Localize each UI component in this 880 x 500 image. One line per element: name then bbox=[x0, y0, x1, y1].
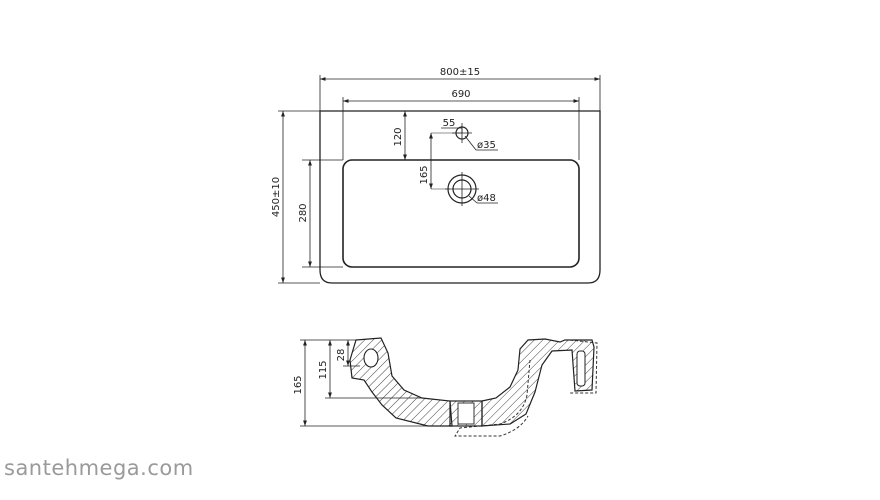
dim-drain-offset: 165 bbox=[419, 132, 462, 190]
dim-tap-offset-y-label: 120 bbox=[393, 127, 404, 146]
section-view: 165 115 28 bbox=[293, 337, 598, 437]
drain-hole bbox=[445, 172, 479, 206]
watermark: santehmega.com bbox=[4, 456, 194, 480]
section-left-rim bbox=[349, 337, 453, 427]
dim-drain-offset-label: 165 bbox=[419, 165, 430, 184]
bowl-outline bbox=[342, 159, 580, 268]
basin-outline bbox=[319, 110, 601, 284]
dim-tap-offset-x-label: 55 bbox=[443, 118, 456, 129]
section-right-rim bbox=[481, 338, 595, 427]
dim-tap-diameter-label: ø35 bbox=[477, 140, 496, 151]
dim-tap-offset-y: 120 bbox=[393, 111, 407, 160]
dim-overall-width-label: 800±15 bbox=[440, 67, 480, 78]
dim-section-basin-depth-label: 115 bbox=[318, 360, 329, 379]
dim-section-basin-depth: 115 bbox=[318, 340, 422, 399]
dim-bowl-depth-label: 280 bbox=[298, 203, 309, 222]
dim-tap-offset-x: 55 bbox=[441, 118, 463, 133]
dim-bowl-width-label: 690 bbox=[451, 89, 470, 100]
dim-section-rim-height: 28 bbox=[336, 340, 360, 367]
dim-overall-width: 800±15 bbox=[319, 67, 601, 111]
dim-bowl-depth: 280 bbox=[298, 159, 343, 268]
dim-section-total-height-label: 165 bbox=[293, 375, 304, 394]
dim-bowl-width: 690 bbox=[342, 89, 580, 160]
dim-tap-diameter: ø35 bbox=[464, 135, 498, 151]
dim-section-rim-height-label: 28 bbox=[336, 349, 347, 362]
top-view: 800±15 690 450±10 280 120 bbox=[271, 67, 601, 284]
dim-drain-diameter-label: ø48 bbox=[477, 193, 496, 204]
dim-overall-depth: 450±10 bbox=[271, 110, 320, 284]
dim-overall-depth-label: 450±10 bbox=[271, 177, 282, 217]
dim-drain-diameter: ø48 bbox=[468, 193, 498, 204]
